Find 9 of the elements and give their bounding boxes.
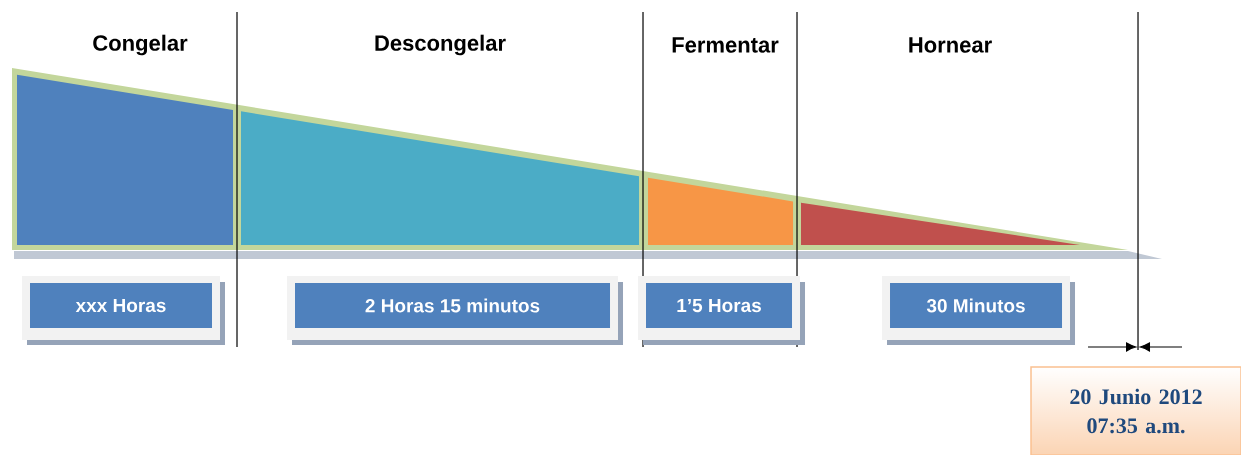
phase-heading: Hornear xyxy=(909,37,992,53)
phase-heading: Descongelar xyxy=(375,34,506,56)
duration-box: 1’5 Horas xyxy=(638,276,805,345)
duration-box: 30 Minutos xyxy=(882,276,1075,345)
phase-heading: Congelar xyxy=(93,34,188,56)
duration-box: 2 Horas 15 minutos xyxy=(287,276,623,345)
duration-box: xxx Horas xyxy=(22,276,225,345)
date-box: 20 Junio 2012 07:35 a.m. xyxy=(1030,366,1241,455)
phase-heading: Fermentar xyxy=(672,37,779,53)
